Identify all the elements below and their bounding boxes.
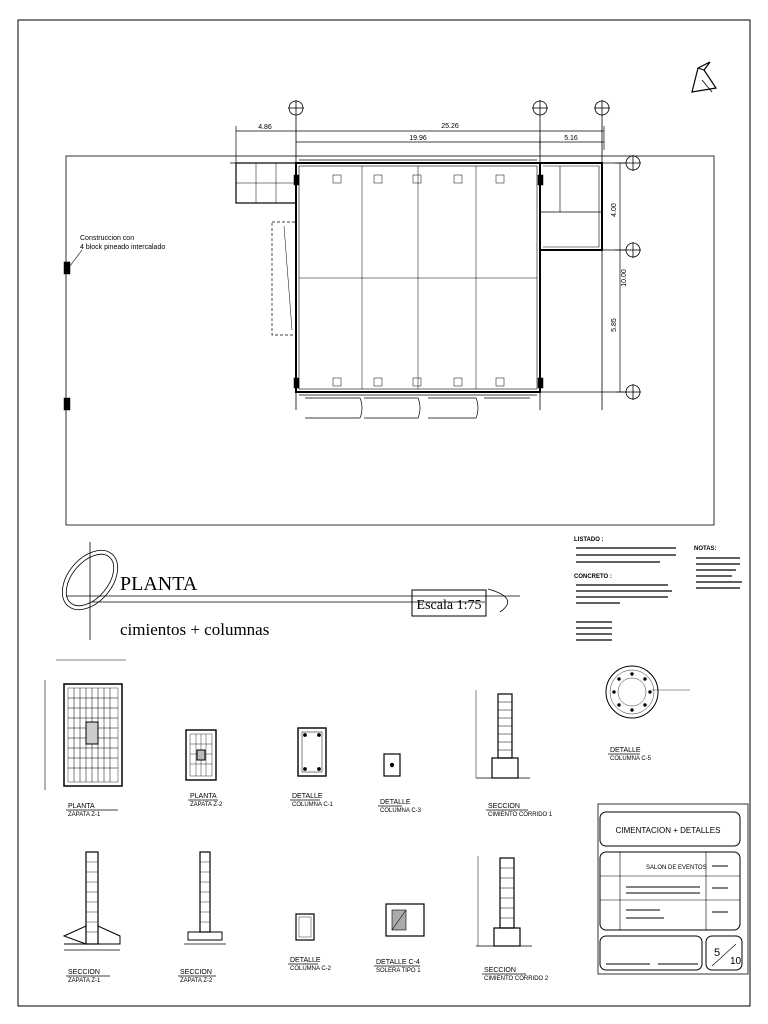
- detail-columna-c3: [383, 753, 401, 777]
- section-zapata-z1: [62, 851, 121, 951]
- detail-columna-c2: [295, 913, 315, 941]
- planta-z1-sub: ZAPATA Z-1: [68, 812, 101, 818]
- construction-note-2: 4 block pineado intercalado: [80, 244, 165, 251]
- construction-note-1: Construccion con: [80, 235, 134, 242]
- grid-axes: [230, 100, 641, 410]
- building-walls: [235, 159, 603, 419]
- notes-header-left: LISTADO :: [574, 537, 604, 543]
- seccion-z1-label: SECCION: [68, 969, 100, 976]
- planta-z1-label: PLANTA: [68, 803, 95, 810]
- seccion-z1-sub: ZAPATA Z-1: [68, 978, 101, 984]
- section-zapata-z2: [184, 851, 226, 945]
- dim-v-total: 10.00: [621, 269, 628, 287]
- planta-subtitle: cimientos + columnas: [120, 620, 269, 639]
- planta-z2-sub: ZAPATA Z-2: [190, 802, 223, 808]
- dim-middle: 19.96: [409, 135, 427, 142]
- detalle-c5-label: DETALLE: [610, 747, 641, 754]
- seccion-cc2-sub: CIMIENTO CORRIDO 2: [484, 976, 549, 982]
- dim-left: 4.86: [258, 124, 272, 131]
- title-block-sheet-number: 5: [714, 947, 720, 959]
- notes-header-concrete: CONCRETO :: [574, 574, 612, 580]
- planta-title-ornament: [62, 542, 520, 640]
- detail-columna-c5: [605, 665, 690, 719]
- title-block-sheet-title: CIMENTACION + DETALLES: [616, 826, 721, 835]
- sheet-border: [17, 19, 751, 1007]
- title-block-project: SALON DE EVENTOS: [646, 865, 707, 871]
- notes-lines-left: [576, 547, 676, 563]
- dim-v-bottom: 5.85: [611, 318, 618, 332]
- seccion-cc1-sub: CIMIENTO CORRIDO 1: [488, 812, 553, 818]
- detalle-c4-sub: SOLERA TIPO 1: [376, 968, 421, 974]
- columns: [63, 174, 544, 411]
- detalle-c5-sub: COLUMNA C-5: [610, 756, 652, 762]
- dim-total: 25.26: [441, 123, 459, 130]
- section-cimiento-corrido-2: [476, 856, 532, 947]
- planta-scale: Escala 1:75: [417, 598, 482, 613]
- notes-header-right: NOTAS:: [694, 546, 717, 552]
- north-arrow-icon: [691, 61, 718, 93]
- planta-z2-label: PLANTA: [190, 793, 217, 800]
- dimension-lines: [235, 126, 625, 393]
- detalle-c3-label: DETALLE: [380, 799, 411, 806]
- detalle-c3-sub: COLUMNA C-3: [380, 808, 422, 814]
- detalle-c4-label: DETALLE C-4: [376, 959, 420, 966]
- detail-planta-z1: [44, 659, 126, 790]
- detalle-c2-sub: COLUMNA C-2: [290, 966, 332, 972]
- detail-planta-z2: [185, 729, 217, 781]
- planta-title: PLANTA: [120, 573, 198, 595]
- detalle-c1-sub: COLUMNA C-1: [292, 802, 334, 808]
- title-block: [597, 803, 749, 975]
- detail-c4-solera: [385, 903, 425, 937]
- detalle-c2-label: DETALLE: [290, 957, 321, 964]
- dim-v-top: 4.00: [611, 203, 618, 217]
- seccion-z2-label: SECCION: [180, 969, 212, 976]
- seccion-cc1-label: SECCION: [488, 803, 520, 810]
- title-block-sheet-total: 10: [730, 956, 742, 967]
- title-block-fine-text: [606, 865, 728, 965]
- seccion-cc2-label: SECCION: [484, 967, 516, 974]
- detail-columna-c1: [297, 727, 327, 777]
- detalle-c1-label: DETALLE: [292, 793, 323, 800]
- seccion-z2-sub: ZAPATA Z-2: [180, 978, 213, 984]
- notes-lines-concrete: [576, 584, 672, 641]
- dim-right: 5.16: [564, 135, 578, 142]
- section-cimiento-corrido-1: [475, 690, 530, 779]
- notes-lines-right: [696, 557, 742, 589]
- plan-frame: [65, 155, 715, 526]
